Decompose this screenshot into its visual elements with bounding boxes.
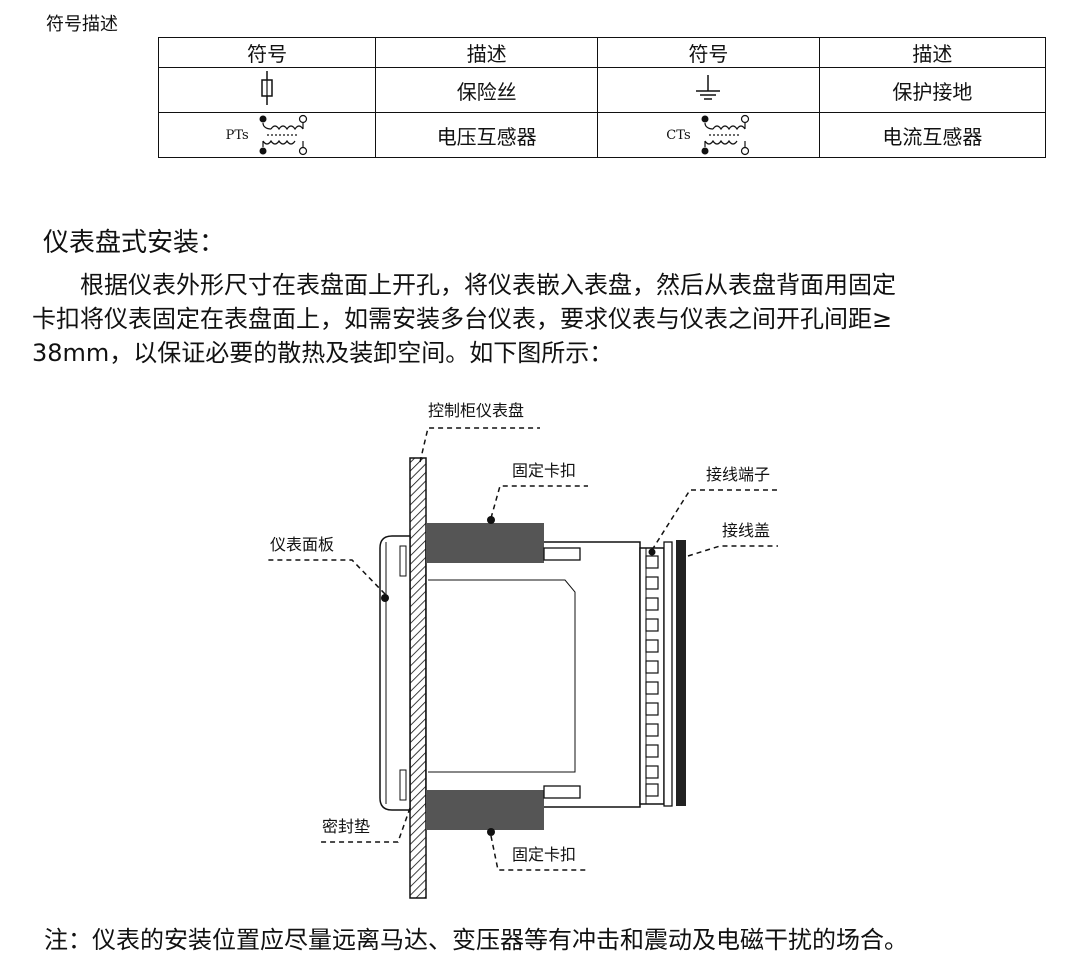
label-fixing-clip-top: 固定卡扣 xyxy=(512,461,576,480)
label-terminal-cover: 接线盖 xyxy=(722,521,770,540)
fuse-symbol-cell xyxy=(157,67,377,113)
installation-diagram: 控制柜仪表盘 固定卡扣 接线端子 接线盖 仪表面板 密封垫 固定卡扣 xyxy=(266,401,778,899)
paragraph-line-3: 38mm，以保证必要的散热及装卸空间。如下图所示： xyxy=(32,339,614,367)
transformer-icon xyxy=(259,114,307,156)
ground-symbol-cell xyxy=(597,67,820,113)
label-wiring-terminal: 接线端子 xyxy=(706,465,770,484)
ground-description: 保护接地 xyxy=(818,67,1047,113)
table-row: PTs 电压互感器 CTs xyxy=(157,112,1047,158)
ct-symbol-cell: CTs xyxy=(597,112,820,158)
table-header-row: 符号 描述 符号 描述 xyxy=(157,37,1047,68)
header-desc-1: 描述 xyxy=(375,37,599,68)
table-row: 保险丝 保护接地 xyxy=(157,67,1047,113)
terminal-cover xyxy=(663,541,673,807)
meter-body xyxy=(425,541,641,808)
pt-label: PTs xyxy=(225,127,249,143)
wiring-terminal-block xyxy=(639,547,665,805)
install-paragraph: 根据仪表外形尺寸在表盘面上开孔，将仪表嵌入表盘，然后从表盘背面用固定 卡扣将仪表… xyxy=(32,268,1050,370)
meter-face-panel xyxy=(379,535,411,811)
symbol-table: 符号 描述 符号 描述 保险丝 保护接地 PTs xyxy=(157,37,1047,158)
control-panel-plate xyxy=(409,457,427,899)
ct-description: 电流互感器 xyxy=(818,112,1047,158)
section-heading: 仪表盘式安装： xyxy=(43,228,226,258)
header-symbol-2: 符号 xyxy=(597,37,820,68)
table-caption: 符号描述 xyxy=(46,14,118,35)
header-desc-2: 描述 xyxy=(818,37,1047,68)
ct-label: CTs xyxy=(666,127,691,143)
paragraph-line-1: 根据仪表外形尺寸在表盘面上开孔，将仪表嵌入表盘，然后从表盘背面用固定 xyxy=(80,271,896,299)
label-gasket: 密封垫 xyxy=(322,817,370,836)
bottom-fixing-clip xyxy=(426,790,544,830)
transformer-icon xyxy=(701,114,749,156)
ground-icon xyxy=(696,74,721,100)
fuse-icon xyxy=(261,70,273,105)
header-symbol-1: 符号 xyxy=(157,37,377,68)
label-meter-face: 仪表面板 xyxy=(270,535,334,554)
installation-note: 注：仪表的安装位置应尽量远离马达、变压器等有冲击和震动及电磁干扰的场合。 xyxy=(44,926,908,954)
top-fixing-clip xyxy=(426,523,544,563)
label-fixing-clip-bottom: 固定卡扣 xyxy=(512,845,576,864)
pt-description: 电压互感器 xyxy=(375,112,599,158)
label-control-panel: 控制柜仪表盘 xyxy=(428,401,524,420)
fuse-description: 保险丝 xyxy=(375,67,599,113)
pt-symbol-cell: PTs xyxy=(157,112,377,158)
paragraph-line-2: 卡扣将仪表固定在表盘面上，如需安装多台仪表，要求仪表与仪表之间开孔间距≥ xyxy=(32,305,893,333)
